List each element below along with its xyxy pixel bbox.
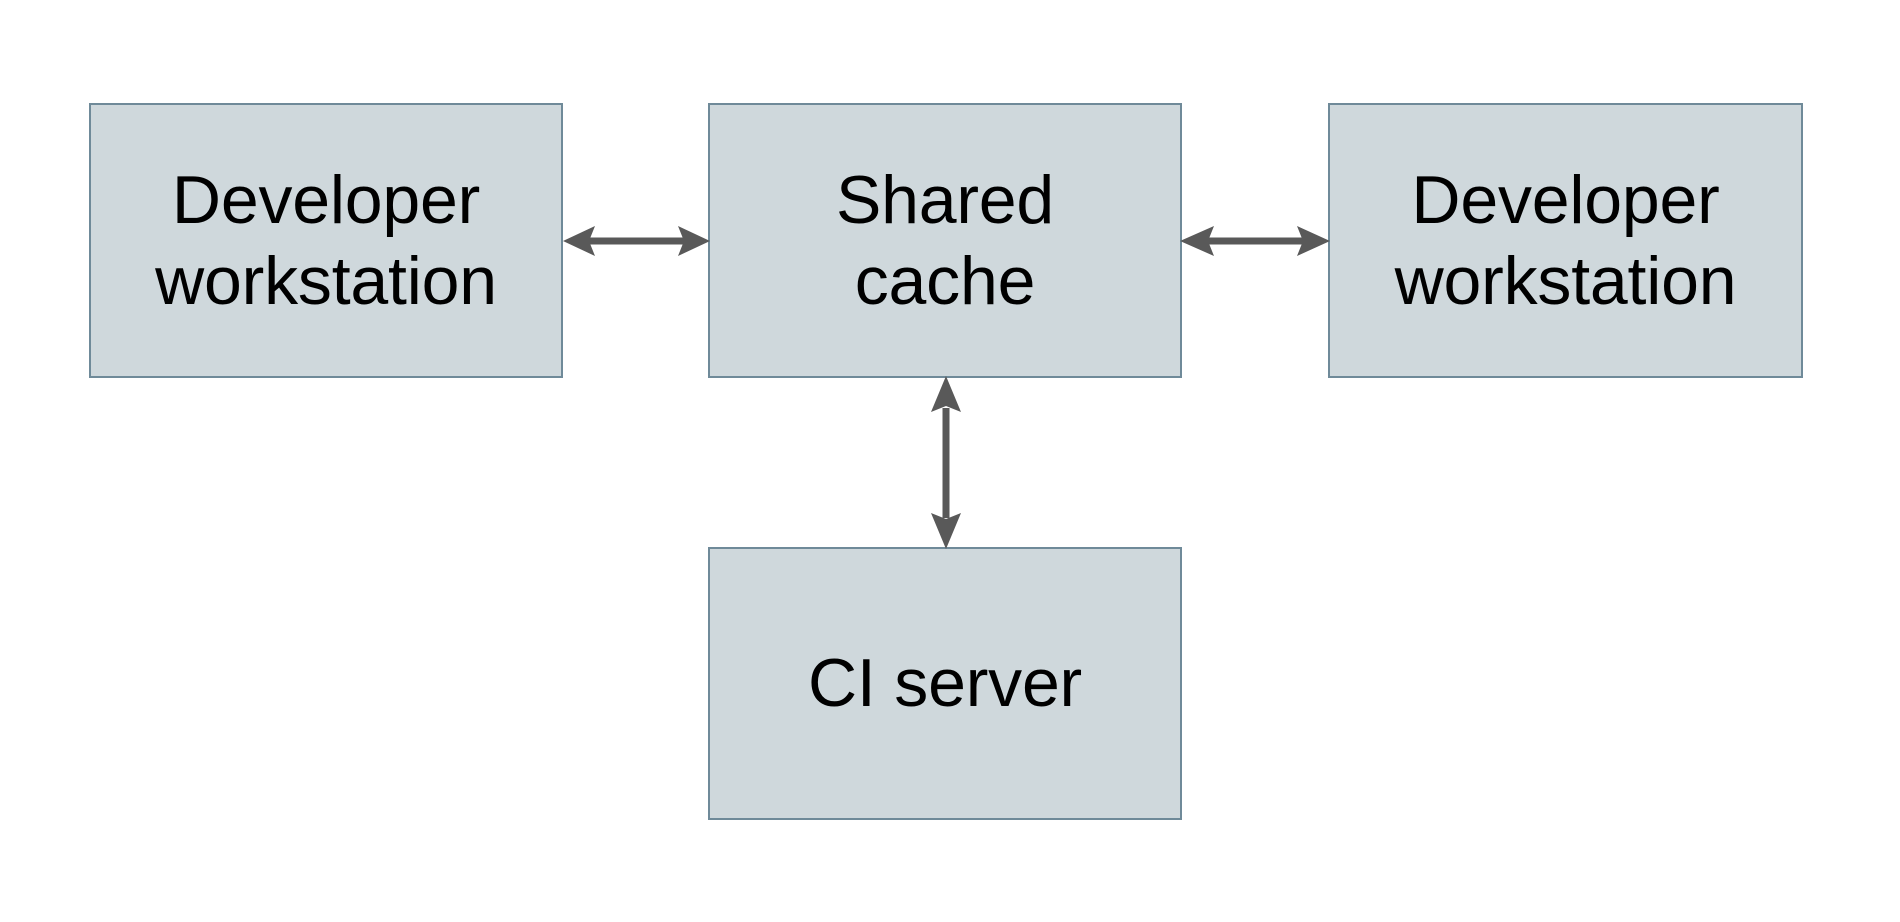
node-label: Developer workstation: [1394, 162, 1737, 319]
node-shared-cache[interactable]: Shared cache: [708, 103, 1182, 378]
node-developer-workstation-right[interactable]: Developer workstation: [1328, 103, 1803, 378]
node-label: CI server: [807, 645, 1083, 722]
node-ci-server[interactable]: CI server: [708, 547, 1182, 820]
double-arrow-icon: [1180, 226, 1330, 256]
edge-developer-left-to-shared-cache: [563, 226, 710, 256]
node-label: Developer workstation: [155, 162, 497, 319]
node-developer-workstation-left[interactable]: Developer workstation: [89, 103, 563, 378]
edge-shared-cache-to-developer-right: [1180, 226, 1330, 256]
node-label: Shared cache: [835, 162, 1055, 319]
double-arrow-icon: [931, 376, 961, 549]
double-arrow-icon: [563, 226, 710, 256]
edge-shared-cache-to-ci-server: [931, 376, 961, 549]
